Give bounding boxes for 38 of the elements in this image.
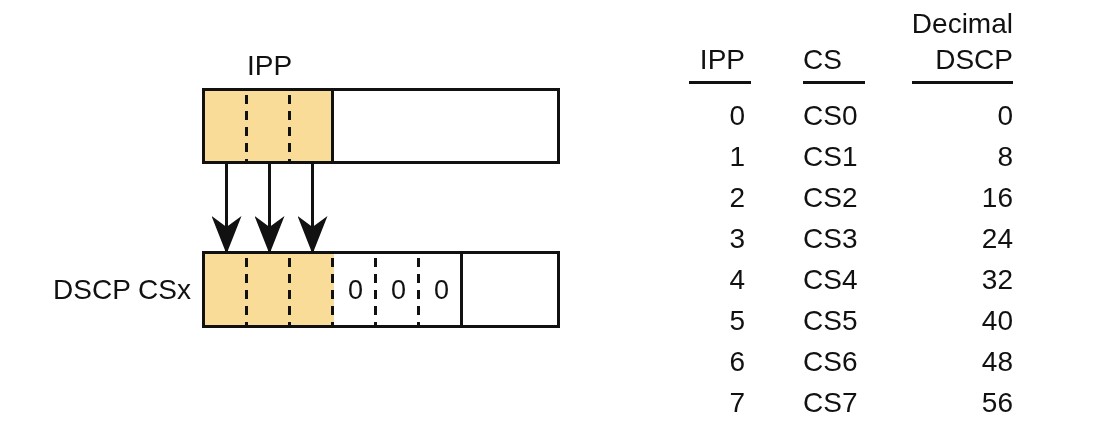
- dscp-value: 40: [980, 303, 1013, 338]
- bit-cell: [248, 91, 291, 161]
- column-header: CS: [803, 42, 865, 84]
- class-selector-name: CS0: [803, 98, 859, 133]
- bit-cell: [248, 254, 291, 325]
- dscp-value: 0: [996, 98, 1013, 133]
- class-selector-name: CS6: [803, 344, 859, 379]
- dscp-value: 16: [980, 180, 1013, 215]
- class-selector-name: CS3: [803, 221, 859, 256]
- bit-cell: [291, 254, 334, 325]
- ipp-value: 2: [728, 180, 746, 215]
- bit-value: 0: [434, 274, 449, 305]
- dscp-value: 32: [980, 262, 1013, 297]
- bit-cell: [291, 91, 334, 161]
- class-selector-name: CS1: [803, 139, 859, 174]
- class-selector-name: CS4: [803, 262, 859, 297]
- field-label: IPP: [245, 50, 294, 82]
- dscp-value: 24: [980, 221, 1013, 256]
- ipp-value: 7: [728, 385, 746, 420]
- class-selector-name: CS5: [803, 303, 859, 338]
- dscp-value: 56: [980, 385, 1013, 420]
- column-header: Decimal DSCP: [911, 6, 1013, 84]
- class-selector-name: CS7: [803, 385, 859, 420]
- dscp-value: 48: [980, 344, 1013, 379]
- ipp-value: 3: [728, 221, 746, 256]
- ipp-value: 6: [728, 344, 746, 379]
- dscp-value: 8: [996, 139, 1013, 174]
- bit-value: 0: [391, 274, 406, 305]
- ipp-value: 1: [728, 139, 746, 174]
- ipp-value: 4: [728, 262, 746, 297]
- bit-cell: [205, 254, 248, 325]
- bit-value: 0: [348, 274, 363, 305]
- ipp-value: 0: [728, 98, 746, 133]
- column-header: IPP: [689, 42, 751, 84]
- bit-cell: [205, 91, 248, 161]
- class-selector-name: CS2: [803, 180, 859, 215]
- ipp-value: 5: [728, 303, 746, 338]
- field-label: DSCP CSx: [53, 273, 191, 306]
